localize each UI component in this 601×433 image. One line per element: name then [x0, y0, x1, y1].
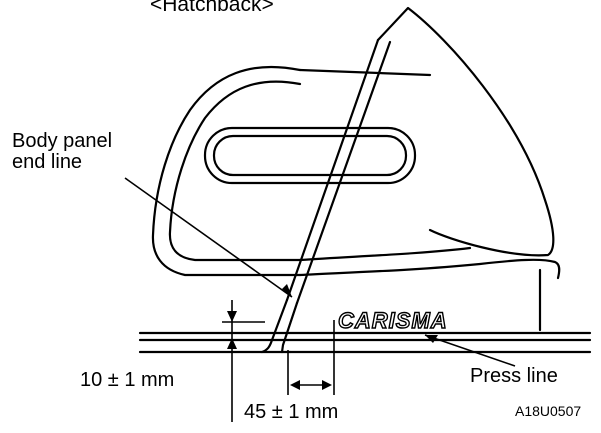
body-panel-label-line2: end line [12, 151, 83, 173]
dim10-arrow-down [227, 311, 237, 322]
tailgate-back-curve [376, 6, 555, 257]
press-line-leader [424, 334, 516, 367]
body-sweep-line-2 [298, 246, 472, 262]
carisma-badge: CARISMA [338, 308, 448, 333]
press-line-label: Press line [470, 365, 558, 387]
dim10-arrow-up [227, 338, 237, 349]
tailgate-edge-outer [285, 38, 380, 302]
figure-code: A18U0507 [515, 403, 582, 419]
quarter-glass-outer-frame [151, 65, 302, 277]
body-panel-label-line1: Body panel [12, 130, 113, 152]
body-panel-arrowhead [282, 284, 292, 297]
vertical-dimension-label: 10 ± 1 mm [80, 369, 175, 391]
stop-lamp-inner [212, 134, 408, 177]
stop-lamp-outer [203, 126, 417, 185]
body-panel-leader [124, 177, 293, 298]
diagram-title: <Hatchback> [150, 0, 274, 16]
tailgate-edge-inner [295, 40, 392, 305]
end-line-curve [260, 338, 274, 354]
quarter-glass-inner-frame [168, 80, 302, 262]
quarter-glass-frame-right [298, 68, 432, 77]
dim45-arrow-left [290, 380, 300, 390]
horizontal-dimension-label: 45 ± 1 mm [244, 401, 339, 423]
dim45-arrow-right [322, 380, 332, 390]
body-panel-end-line [280, 301, 299, 354]
body-sweep-line [298, 258, 561, 280]
press-line-arrowhead [425, 335, 438, 343]
